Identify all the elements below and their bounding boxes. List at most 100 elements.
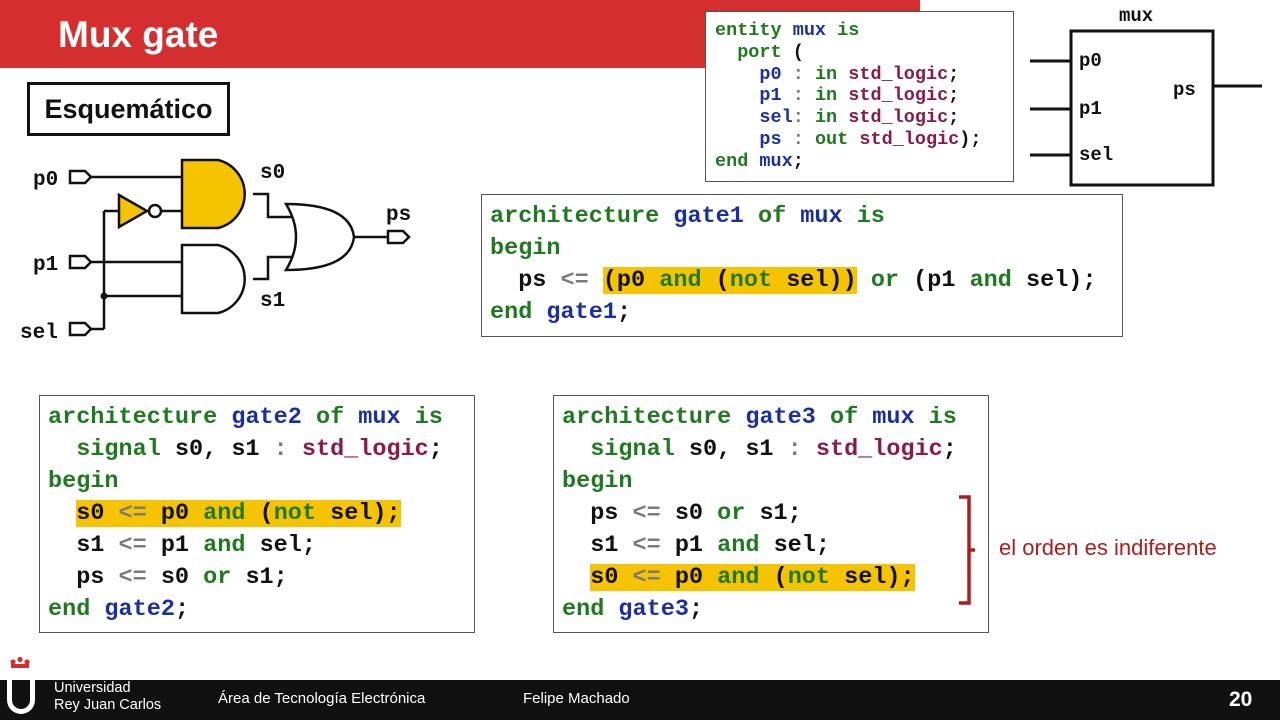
code-token: ps [490,267,561,294]
code-token: <= [118,564,161,591]
code-token: (p0 [602,267,660,294]
code-token: and [659,267,716,294]
code-token: end [490,299,547,326]
code-token: sel); [1025,267,1097,294]
code-token: not [787,564,845,591]
code-line: signal s0, s1 : std_logic; [562,434,988,466]
code-line: architecture gate3 of mux is [562,402,988,434]
code-line: p0 : in std_logic; [715,64,1013,86]
label-sel: sel [20,322,58,345]
code-token: gate2 [231,404,316,431]
label-p1: p1 [33,254,58,277]
code-token: and [203,532,260,559]
code-token: of [829,404,873,431]
code-token [562,564,590,591]
block-port-p1: p1 [1079,98,1102,120]
code-token: signal [48,436,175,463]
code-line: ps <= s0 or s1; [562,498,988,530]
code-token: gate3 [618,596,689,623]
code-line: s1 <= p1 and sel; [562,530,988,562]
code-line: s0 <= p0 and (not sel); [562,562,988,594]
code-token: <= [118,532,161,559]
code-token: p0 [160,500,204,527]
code-token: s1 [48,532,119,559]
code-token: mux [872,404,929,431]
code-token: std_logic [848,63,949,85]
code-token: sel); [844,564,915,591]
code-token: s0, s1 [688,436,788,463]
code-token: end [562,596,619,623]
code-token: signal [562,436,689,463]
code-token: : [792,128,815,150]
code-token: entity [715,20,793,41]
code-line: sel: in std_logic; [715,107,1013,129]
code-token: ; [942,436,957,463]
code-line: begin [562,466,988,498]
code-token: of [757,203,801,230]
code-token: <= [632,564,675,591]
code-token: ; [174,596,190,623]
code-token: is [856,203,885,230]
code-token: is [928,404,957,431]
red-bracket [959,495,975,605]
code-token: sel); [330,500,401,527]
code-token: s0, s1 [174,436,274,463]
code-token: : [792,85,815,107]
block-port-ps: ps [1173,79,1196,101]
code-token: mux [800,203,857,230]
code-token: : [273,436,302,463]
code-token: : [792,63,815,85]
code-token: std_logic [815,436,943,463]
label-s1: s1 [260,290,285,313]
entity-code-box: entity mux is port ( p0 : in std_logic; … [705,11,1014,182]
section-label-box: Esquemático [27,82,230,136]
code-token: : [787,436,816,463]
label-s0: s0 [260,162,285,185]
code-token: ( [773,564,788,591]
code-line: architecture gate2 of mux is [48,402,474,434]
code-token: ; [688,596,704,623]
code-line: architecture gate1 of mux is [490,201,1122,233]
code-token: sel)) [786,267,857,294]
code-token: and [969,267,1026,294]
code-line: signal s0, s1 : std_logic; [48,434,474,466]
code-token: s1; [759,500,802,527]
code-token: or [856,267,914,294]
code-token: begin [562,468,633,495]
code-token: ); [959,128,982,150]
code-line: end gate3; [562,594,988,626]
code-token: ; [428,436,443,463]
code-token: std_logic [859,128,960,150]
code-token: of [315,404,359,431]
code-token: not [729,267,787,294]
code-token: or [203,564,246,591]
section-label: Esquemático [44,93,213,124]
page-number: 20 [1229,688,1253,711]
code-token: begin [490,235,561,262]
code-token: std_logic [848,107,949,129]
code-token: ps [48,564,119,591]
code-token: ps [562,500,633,527]
code-token: ; [792,150,804,172]
code-token: sel; [773,532,830,559]
code-token: s0 [674,500,718,527]
university-name: Universidad Rey Juan Carlos [54,680,161,714]
university-line1: Universidad [54,680,131,696]
code-token: is [414,404,443,431]
code-token: p0 [674,564,718,591]
code-token: gate1 [546,299,617,326]
code-token: begin [48,468,119,495]
code-token: out [814,128,860,150]
code-token: ( [259,500,274,527]
order-note: el orden es indiferente [999,535,1217,560]
footer-bar: Universidad Rey Juan Carlos Área de Tecn… [0,680,1280,720]
code-line: s0 <= p0 and (not sel); [48,498,474,530]
code-token: <= [118,500,161,527]
code-token: ; [948,85,960,107]
code-line: ps <= s0 or s1; [48,562,474,594]
code-token: sel; [259,532,316,559]
code-token: p1 [160,532,204,559]
code-line: port ( [715,42,1013,64]
code-line: end gate1; [490,297,1122,329]
